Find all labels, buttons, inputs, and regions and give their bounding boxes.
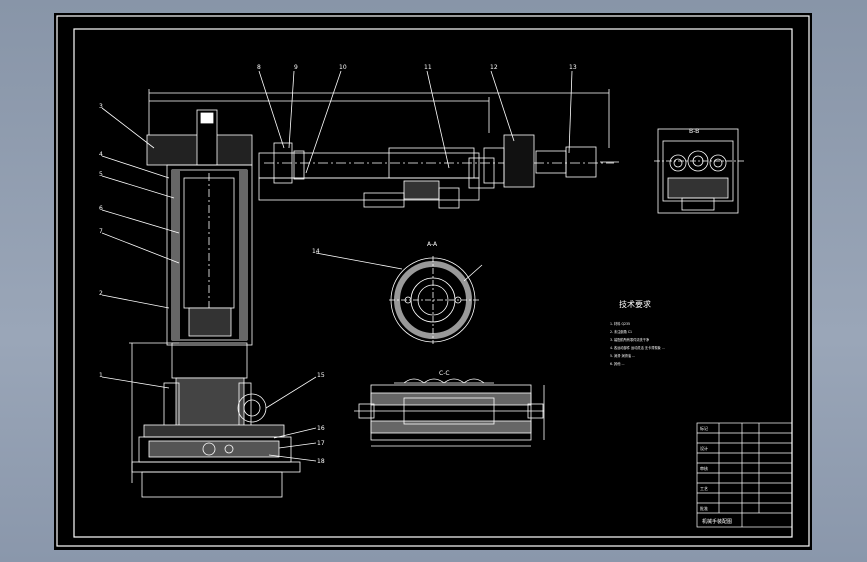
cad-viewport[interactable]: 8 9 10 11 12 13 3 4 5 6 7 2 1 15 16 17 1… [54,13,812,550]
section-view-a-a: A-A [315,241,483,344]
note-line: 4. 各运动部件 运动灵活 无卡滞现象 ... [610,345,665,350]
section-view-b-b: B-B [654,128,744,214]
part-number-7: 7 [99,228,103,235]
part-number-16: 16 [317,425,325,432]
part-number-3: 3 [99,103,103,110]
part-number-2: 2 [99,290,103,297]
part-number-13: 13 [569,64,577,71]
note-line: 5. 润滑 润滑油 ... [610,353,635,358]
part-number-labels: 8 9 10 11 12 13 3 4 5 6 7 2 1 15 16 17 1… [99,64,577,465]
part-number-9: 9 [294,64,298,71]
part-number-17: 17 [317,440,325,447]
outer-frame [56,15,810,547]
assembly-drawing: 8 9 10 11 12 13 3 4 5 6 7 2 1 15 16 17 1… [56,15,810,547]
part-number-5: 5 [99,171,103,178]
notes-title: 技术要求 [619,299,651,309]
part-number-6: 6 [99,205,103,212]
section-view-c-c: C-C [354,370,545,447]
section-label-b-b: B-B [689,128,699,135]
note-line: 2. 未注倒角 C1 [610,329,632,334]
title-block-row: 设计 [700,445,708,451]
part-number-12: 12 [490,64,498,71]
part-number-15: 15 [317,372,325,379]
note-line: 6. 其他 ... [610,361,624,366]
drawing-name: 机械手装配图 [702,518,732,525]
part-number-1: 1 [99,372,103,379]
title-block-text: 标记 设计 审核 工艺 批准 机械手装配图 [700,425,732,525]
section-label-c-c: C-C [439,370,450,377]
section-label-a-a: A-A [427,241,438,248]
main-assembly-view [129,70,619,498]
part-number-11: 11 [424,64,432,71]
title-block-row: 工艺 [700,486,708,491]
part-number-18: 18 [317,458,325,465]
part-number-4: 4 [99,151,103,158]
part-number-10: 10 [339,64,347,71]
title-block-row: 标记 [700,425,708,431]
leader-lines-left [101,107,317,462]
part-number-14: 14 [312,248,320,255]
note-line: 3. 装配前所有零件清洗干净 [610,337,650,342]
title-block-row: 审核 [700,465,708,471]
inner-frame [73,28,793,538]
technical-notes: 技术要求 1. 材料 Q235 2. 未注倒角 C1 3. 装配前所有零件清洗干… [610,299,665,366]
title-block [696,422,793,528]
part-number-8: 8 [257,64,261,71]
title-block-row: 批准 [700,505,708,511]
note-line: 1. 材料 Q235 [610,321,630,326]
